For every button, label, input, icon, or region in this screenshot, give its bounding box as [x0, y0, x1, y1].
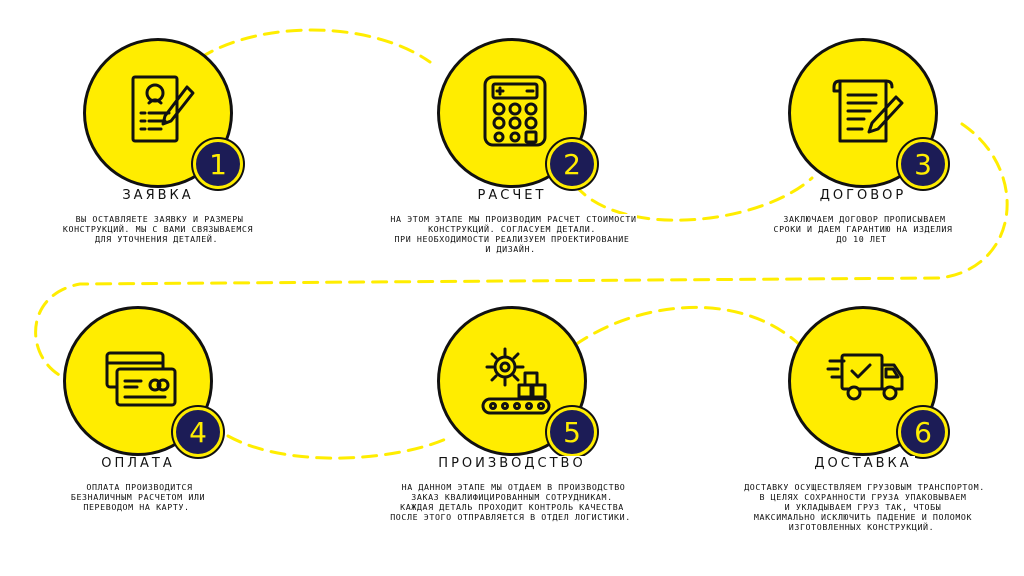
step-2-description: НА ЭТОМ ЭТАПЕ МЫ ПРОИЗВОДИМ РАСЧЕТ СТОИМ…: [342, 214, 682, 254]
step-1-description: ВЫ ОСТАВЛЯЕТЕ ЗАЯВКУ И РАЗМЕРЫ КОНСТРУКЦ…: [62, 214, 254, 244]
step-3-description: ЗАКЛЮЧАЕМ ДОГОВОР ПРОПИСЫВАЕМ СРОКИ И ДА…: [773, 214, 953, 244]
step-6-title: ДОСТАВКА: [693, 456, 1024, 471]
delivery-truck-icon: [826, 353, 904, 401]
step-5-title: ПРОИЗВОДСТВО: [342, 456, 682, 471]
calculator-icon: [483, 75, 547, 147]
credit-cards-icon: [105, 351, 177, 407]
contract-pen-icon: [832, 79, 904, 143]
connector-4-5: [226, 434, 450, 460]
step-4-circle: 4: [63, 306, 223, 457]
step-1-title: ЗАЯВКА: [0, 188, 328, 203]
step-5-number: 5: [547, 407, 597, 457]
connector-1-2: [198, 28, 432, 64]
step-2-circle: 2: [437, 38, 597, 189]
step-2-number: 2: [547, 139, 597, 189]
step-6-description: ДОСТАВКУ ОСУЩЕСТВЛЯЕМ ГРУЗОВЫМ ТРАНСПОРТ…: [693, 482, 1024, 532]
step-1-number: 1: [193, 139, 243, 189]
step-3-title: ДОГОВОР: [693, 188, 1024, 203]
production-gear-conveyor-icon: [481, 347, 551, 415]
step-4-number: 4: [173, 407, 223, 457]
step-5-description: НА ДАННОМ ЭТАПЕ МЫ ОТДАЕМ В ПРОИЗВОДСТВО…: [342, 482, 682, 522]
application-form-icon: [131, 75, 195, 143]
step-6-circle: 6: [788, 306, 948, 457]
step-5-circle: 5: [437, 306, 597, 457]
step-2-title: РАСЧЕТ: [342, 188, 682, 203]
step-6-number: 6: [898, 407, 948, 457]
connector-3-4: [34, 122, 1009, 382]
connector-5-6: [573, 305, 802, 347]
step-3-circle: 3: [788, 38, 948, 189]
step-3-number: 3: [898, 139, 948, 189]
step-4-description: ОПЛАТА ПРОИЗВОДИТСЯ БЕЗНАЛИЧНЫМ РАСЧЕТОМ…: [70, 482, 206, 512]
step-4-title: ОПЛАТА: [0, 456, 308, 471]
connector-2-3: [573, 176, 814, 222]
step-1-circle: 1: [83, 38, 243, 189]
